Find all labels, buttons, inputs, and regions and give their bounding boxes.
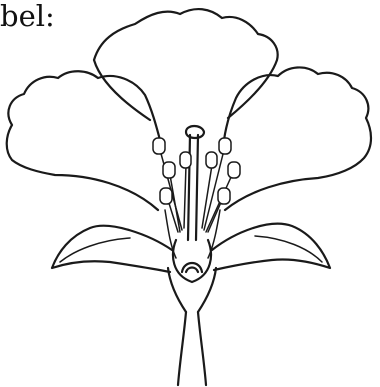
right-petal — [224, 67, 371, 210]
style — [188, 135, 198, 240]
left-petal — [7, 71, 160, 210]
question-label-fragment: bel: — [0, 2, 55, 31]
stigma — [186, 126, 204, 138]
pedicel — [178, 312, 206, 385]
ovary — [173, 240, 211, 282]
ovule — [182, 263, 202, 272]
receptacle — [168, 268, 216, 312]
left-sepal — [52, 226, 172, 272]
upper-petal — [94, 9, 278, 120]
right-sepal — [212, 224, 330, 270]
